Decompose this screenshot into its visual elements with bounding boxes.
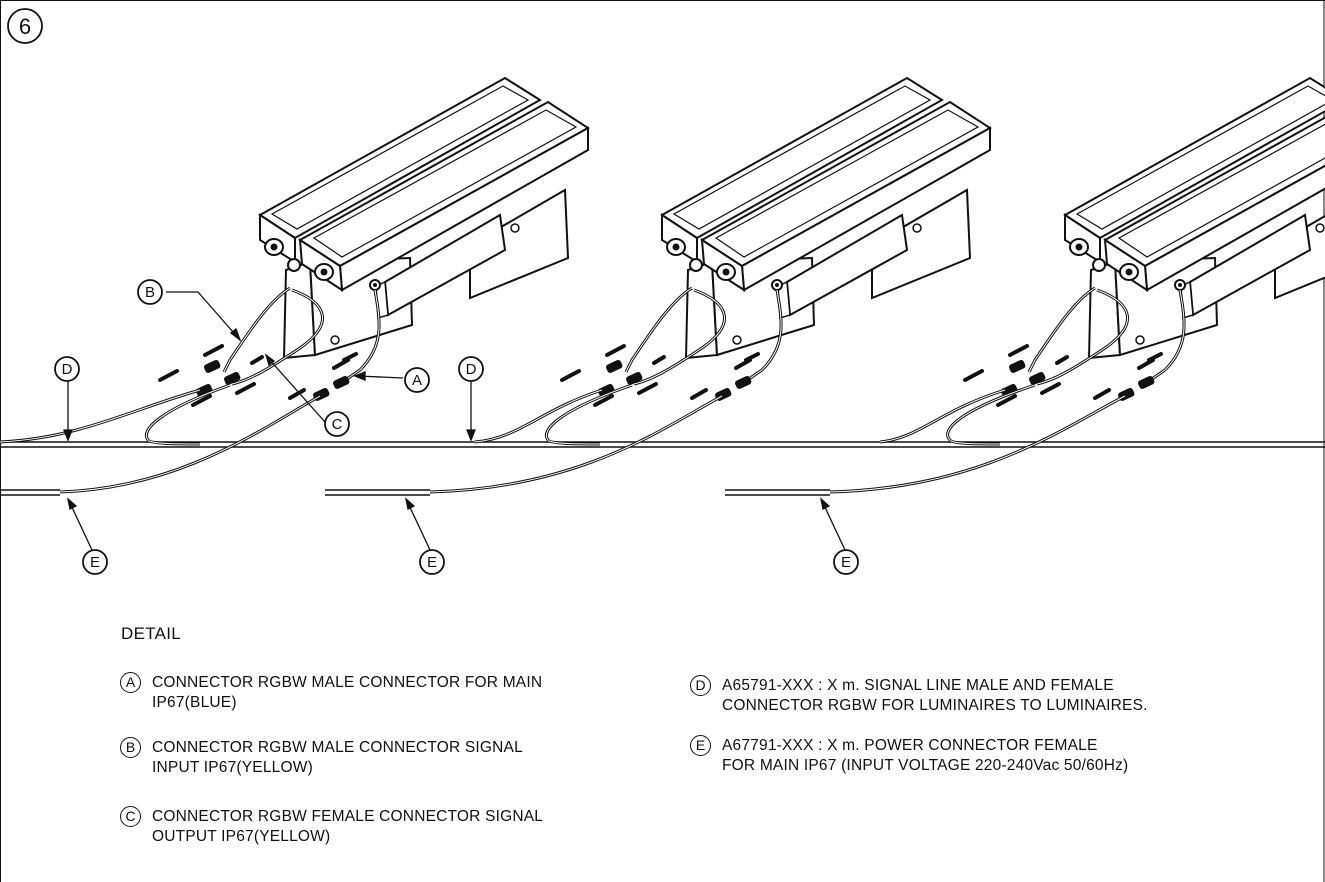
callout-c-circle (324, 411, 350, 437)
legend-a-line1: CONNECTOR RGBW MALE CONNECTOR FOR MAIN (152, 674, 543, 691)
legend-d-line1: A65791-XXX : X m. SIGNAL LINE MALE AND F… (722, 677, 1114, 694)
step-number: 6 (19, 14, 31, 39)
callout-d-label-1: D (62, 361, 73, 378)
callout-a-circle (404, 367, 430, 393)
callout-e-label-3: E (841, 554, 851, 571)
callout-c-label: C (332, 416, 343, 433)
callout-e-circle-2 (419, 549, 445, 575)
luminaire-1 (158, 76, 590, 407)
callout-d-circle-2 (458, 356, 484, 382)
callout-e-circle-3 (833, 549, 859, 575)
callout-b-label: B (145, 284, 155, 301)
legend-c-line1: CONNECTOR RGBW FEMALE CONNECTOR SIGNAL (152, 808, 544, 825)
legend-badge-c: C (120, 806, 141, 827)
legend-badge-a: A (120, 672, 141, 693)
luminaire-2 (560, 76, 992, 407)
legend-badge-b: B (120, 737, 141, 758)
legend-d-line2: CONNECTOR RGBW FOR LUMINAIRES TO LUMINAI… (722, 697, 1148, 714)
legend-a-line2: IP67(BLUE) (152, 694, 237, 711)
legend-b-line2: INPUT IP67(YELLOW) (152, 759, 313, 776)
callout-e-label-2: E (427, 554, 437, 571)
callout-e-label-1: E (90, 554, 100, 571)
legend-badge-d: D (690, 675, 711, 696)
callout-b-circle (137, 279, 163, 305)
legend-e-line1: A67791-XXX : X m. POWER CONNECTOR FEMALE (722, 737, 1098, 754)
step-number-circle (7, 8, 43, 44)
callout-e-circle-1 (82, 549, 108, 575)
legend-e-line2: FOR MAIN IP67 (INPUT VOLTAGE 220-240Vac … (722, 757, 1129, 774)
luminaire-3 (963, 76, 1325, 407)
legend-c-line2: OUTPUT IP67(YELLOW) (152, 828, 331, 845)
detail-title: DETAIL (121, 624, 182, 643)
legend-badge-e: E (690, 735, 711, 756)
callout-d-circle-1 (54, 356, 80, 382)
callout-a-label: A (412, 372, 422, 389)
callout-d-label-2: D (466, 361, 477, 378)
legend-b-line1: CONNECTOR RGBW MALE CONNECTOR SIGNAL (152, 739, 523, 756)
